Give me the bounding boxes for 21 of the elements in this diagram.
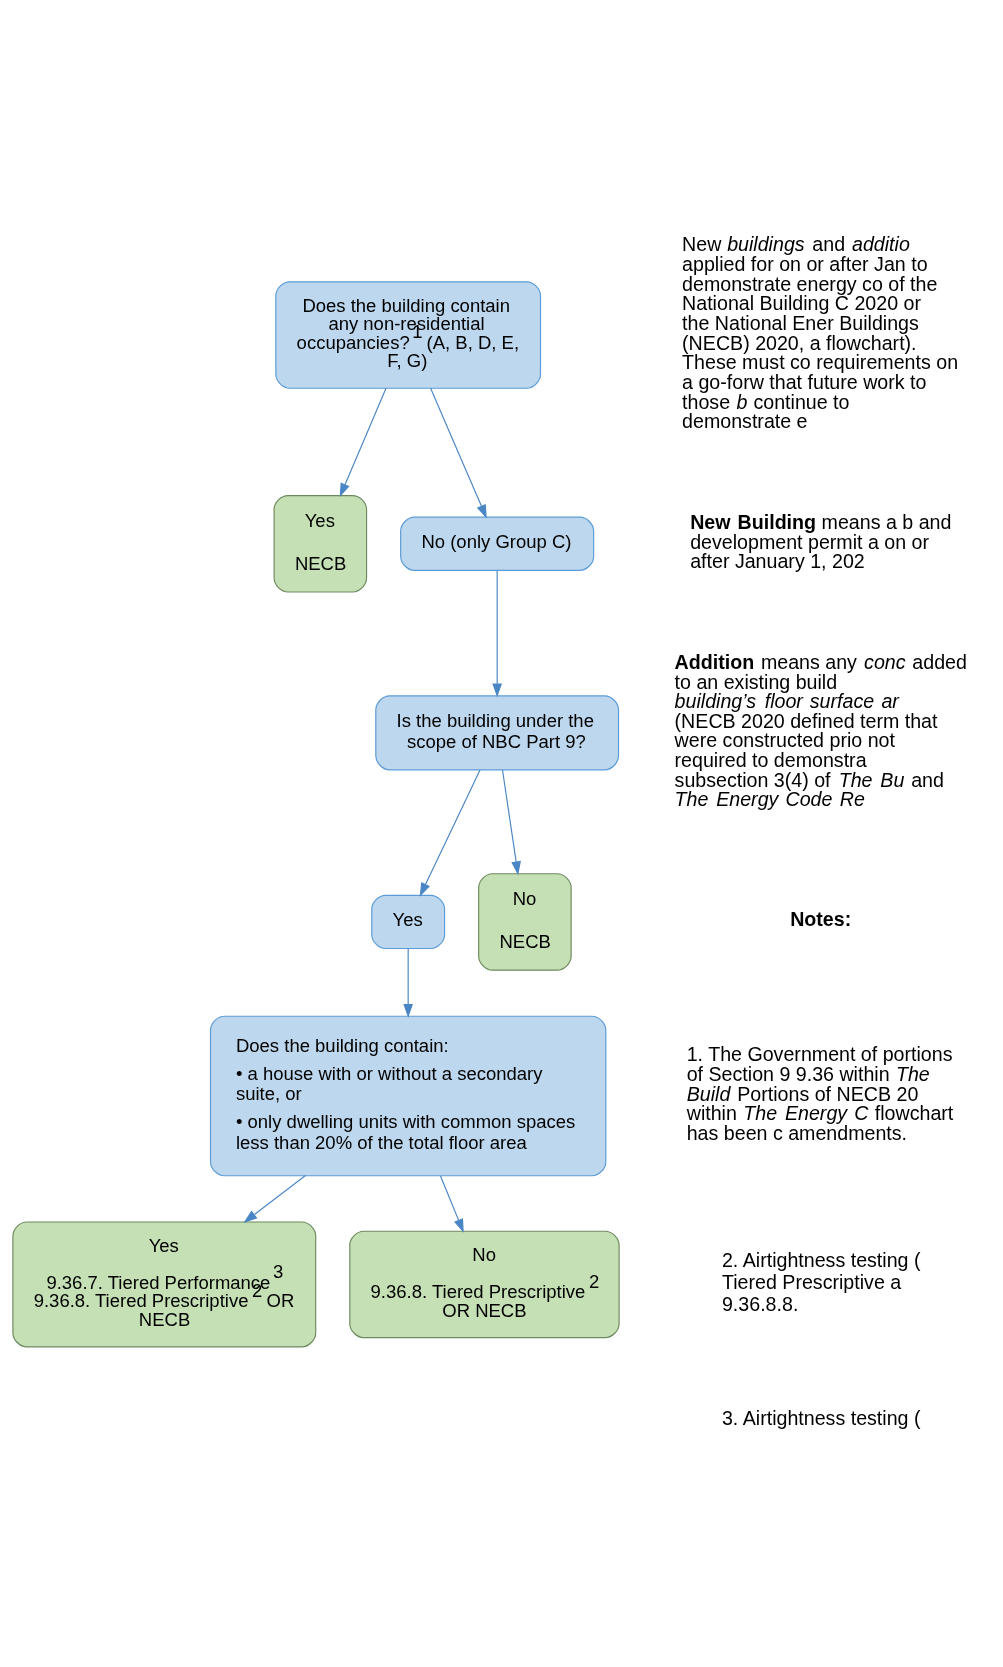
- arrow: [492, 569, 503, 697]
- node-box: Yes NECB: [273, 494, 368, 593]
- node-box: Is the building under the scope of NBC Part 9?: [375, 694, 620, 770]
- arrow: [439, 1175, 464, 1233]
- node-box: Yes: [371, 894, 446, 949]
- node-box: No (only Group C): [400, 516, 595, 571]
- arrow: [243, 1174, 306, 1223]
- arrow: [501, 768, 521, 875]
- label: 2. Airtightness testing ( Tiered Prescriptive a 9.36.8.8.: [721, 1248, 921, 1315]
- label: 1. The Government of portions of Section 9 9.36 within The Build Portions of NECB 20 within The Energy C flowchart has been c amendments.: [686, 1042, 954, 1144]
- arrow: [419, 768, 481, 897]
- label: Addition means any conc added to an existing build building’s floor surface ar (NECB 2020 defined term that were constructed prio not required to demonstra subsection 3(4) of The Bu and The Energy Code Re: [674, 650, 967, 810]
- label: Notes:: [790, 907, 852, 930]
- node-box: No NECB: [478, 872, 572, 971]
- label: New buildings and additio applied for on or after Jan to demonstrate energy co of the National Building C 2020 or the National Ener Buildings (NECB) 2020, a flowchart). These must co requirements on a go-forw that future work to those b continue to demonstrate e: [682, 232, 959, 432]
- label: 3. Airtightness testing (: [721, 1406, 921, 1429]
- arrow: [339, 387, 387, 497]
- node-box: Does the building contain: • a house with or without a secondary suite, or • only dwelling units with common spaces less than 20% of the total floor area: [209, 1015, 607, 1176]
- arrow: [403, 947, 414, 1018]
- label: New Building means a b and development permit a on or after January 1, 202: [690, 510, 952, 572]
- arrow: [430, 387, 487, 519]
